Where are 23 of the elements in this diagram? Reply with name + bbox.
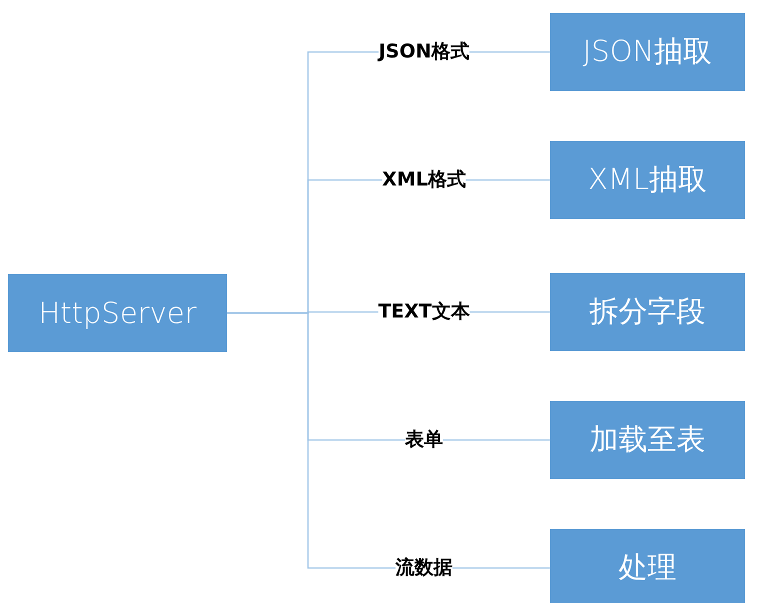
process-box bbox=[550, 273, 745, 351]
format-label: TEXT文本 bbox=[378, 300, 470, 323]
process-box bbox=[8, 274, 227, 352]
connector-line bbox=[443, 439, 550, 441]
connector-line bbox=[469, 51, 550, 53]
process-box bbox=[550, 141, 745, 219]
format-label: 表单 bbox=[405, 428, 443, 451]
process-box bbox=[550, 529, 745, 603]
connector-line bbox=[470, 311, 550, 313]
box-label: 加载至表 bbox=[590, 421, 706, 458]
box-label: 处理 bbox=[618, 549, 676, 586]
connector-line bbox=[452, 567, 550, 569]
box-label: XML抽取 bbox=[588, 161, 708, 198]
box-label: 拆分字段 bbox=[590, 293, 706, 330]
box-label: HttpServer bbox=[38, 296, 197, 330]
format-label: JSON格式 bbox=[378, 40, 470, 63]
process-box bbox=[550, 13, 745, 91]
box-label: JSON抽取 bbox=[582, 33, 712, 70]
format-label: XML格式 bbox=[382, 168, 466, 191]
process-box bbox=[550, 401, 745, 479]
format-label: 流数据 bbox=[396, 556, 452, 579]
connector-line bbox=[466, 179, 550, 181]
connector-line bbox=[227, 312, 396, 569]
